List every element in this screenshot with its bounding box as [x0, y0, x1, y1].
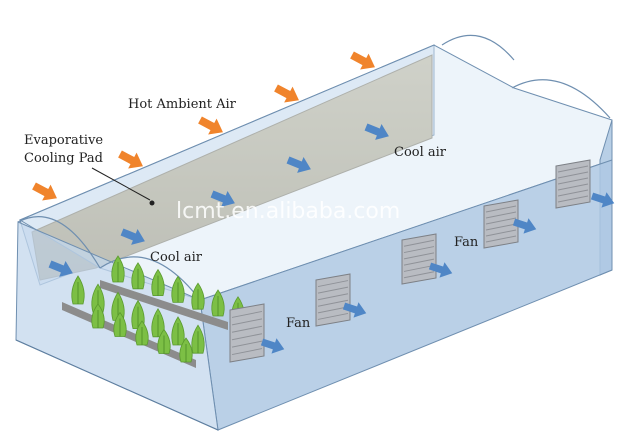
- cool-air-left-label: Cool air: [150, 250, 203, 265]
- evaporative-label-line1: Evaporative: [24, 133, 103, 148]
- exhaust-fan-icon: [402, 234, 436, 284]
- fan-label-right: Fan: [454, 235, 479, 250]
- cool-air-top-label: Cool air: [394, 145, 447, 160]
- hot-ambient-air-label: Hot Ambient Air: [128, 97, 237, 112]
- hot-air-arrow-icon: [30, 178, 61, 206]
- fan-label-mid: Fan: [286, 316, 311, 331]
- exhaust-fan-icon: [484, 200, 518, 248]
- pad-label-dot: [150, 201, 155, 206]
- evaporative-label-line2: Cooling Pad: [24, 151, 103, 166]
- exhaust-fan-icon: [230, 304, 264, 362]
- watermark-text: lcmt.en.alibaba.com: [176, 199, 400, 224]
- exhaust-fan-icon: [316, 274, 350, 326]
- exhaust-fan-icon: [556, 160, 590, 208]
